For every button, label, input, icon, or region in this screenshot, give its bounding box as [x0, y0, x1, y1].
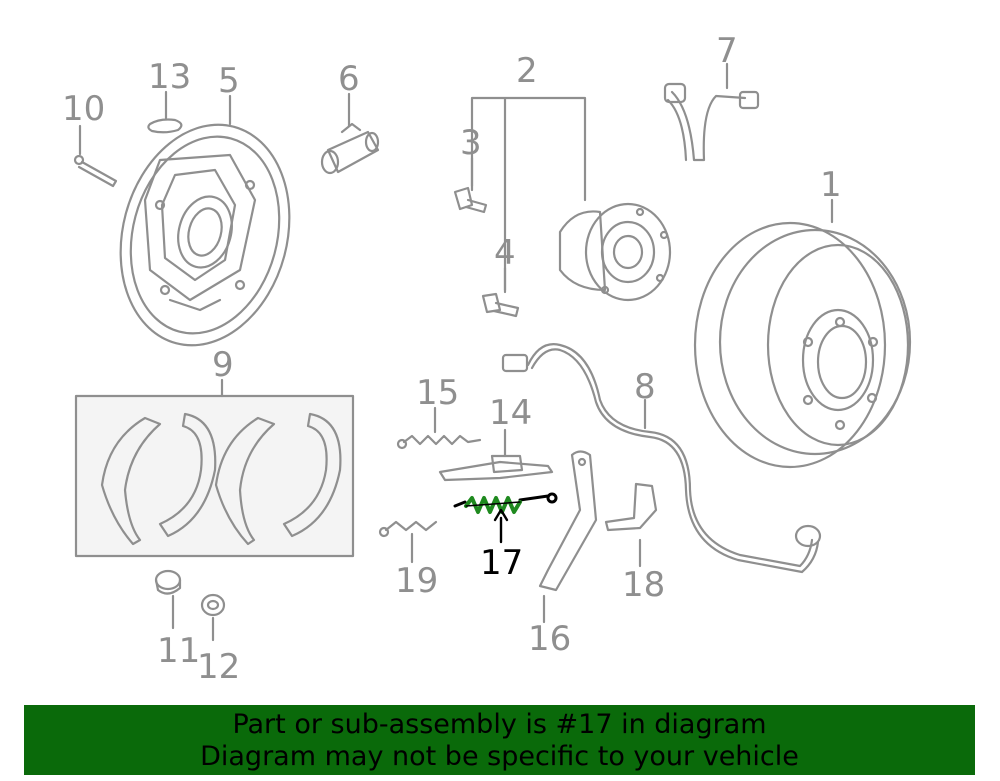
callout-1[interactable]: 1	[820, 165, 842, 205]
plug-part[interactable]	[147, 118, 183, 134]
callout-13[interactable]: 13	[148, 57, 192, 97]
brake-shoes-part[interactable]	[100, 412, 342, 546]
callout-5[interactable]: 5	[218, 61, 240, 101]
callout-19[interactable]: 19	[395, 561, 439, 601]
spring-part-15[interactable]	[396, 434, 482, 450]
bushing-part[interactable]	[154, 569, 182, 595]
callout-9[interactable]: 9	[212, 345, 234, 385]
stud-part[interactable]	[481, 292, 520, 318]
sensor-cable-part[interactable]	[501, 343, 822, 574]
callout-18[interactable]: 18	[622, 565, 666, 605]
backing-plate-part[interactable]	[97, 106, 313, 365]
callout-11[interactable]: 11	[157, 631, 201, 671]
brake-parts-diagram	[73, 62, 912, 642]
callout-12[interactable]: 12	[197, 647, 241, 687]
callout-6[interactable]: 6	[338, 59, 360, 99]
washer-part[interactable]	[200, 593, 226, 617]
callout-14[interactable]: 14	[489, 393, 533, 433]
banner-line-2: Diagram may not be specific to your vehi…	[200, 741, 799, 772]
hub-bolt-part[interactable]	[453, 186, 488, 214]
callout-10[interactable]: 10	[62, 89, 106, 129]
hub-part[interactable]	[558, 202, 672, 302]
callout-17[interactable]: 17	[480, 543, 524, 583]
adjuster-part[interactable]	[438, 454, 554, 482]
bolt-part[interactable]	[73, 154, 118, 188]
banner-line-1: Part or sub-assembly is #17 in diagram	[232, 709, 767, 740]
callout-4[interactable]: 4	[494, 233, 516, 273]
spring-part-19[interactable]	[378, 520, 438, 538]
callout-2[interactable]: 2	[516, 51, 538, 91]
callout-16[interactable]: 16	[528, 619, 572, 659]
callout-3[interactable]: 3	[460, 123, 482, 163]
brake-hose-part[interactable]	[663, 82, 760, 162]
lever-part[interactable]	[538, 450, 598, 592]
callout-15[interactable]: 15	[416, 373, 460, 413]
info-banner: Part or sub-assembly is #17 in diagram D…	[24, 705, 975, 775]
brake-drum-part[interactable]	[693, 221, 912, 469]
callout-7[interactable]: 7	[716, 31, 738, 71]
clip-part[interactable]	[604, 482, 658, 532]
wheel-cylinder-part[interactable]	[320, 122, 380, 175]
spring-part-17[interactable]	[453, 492, 558, 544]
callout-8[interactable]: 8	[634, 367, 656, 407]
